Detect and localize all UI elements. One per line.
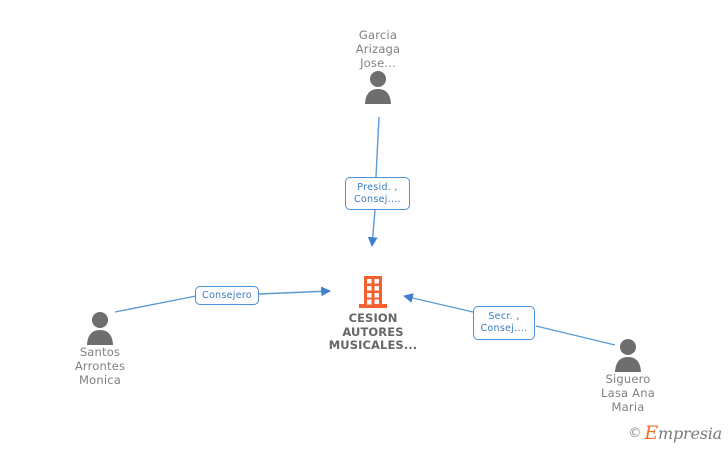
relation-label-top[interactable]: Presid. , Consej.... <box>345 177 410 210</box>
watermark: © Empresia <box>628 422 722 444</box>
copyright-icon: © <box>628 425 642 441</box>
company-node[interactable]: CESION AUTORES MUSICALES... <box>303 276 443 353</box>
person-name-right: Siguero Lasa Ana Maria <box>601 372 655 414</box>
building-icon <box>359 276 387 308</box>
brand-name: Empresia <box>644 422 722 444</box>
person-node-left[interactable]: Santos Arrontes Monica <box>40 311 160 387</box>
edge-top-upper <box>375 116 380 178</box>
brand-rest: mpresia <box>658 424 722 443</box>
relation-label-right[interactable]: Secr. , Consej.... <box>473 306 535 340</box>
person-node-top[interactable]: Garcia Arizaga Jose... <box>318 28 438 104</box>
person-name-left: Santos Arrontes Monica <box>74 345 126 387</box>
relation-label-left[interactable]: Consejero <box>195 286 259 305</box>
edge-top-lower <box>367 209 378 247</box>
person-icon <box>615 339 641 372</box>
brand-initial: E <box>644 422 658 444</box>
person-icon <box>87 312 113 345</box>
person-icon <box>365 71 391 104</box>
person-name-top: Garcia Arizaga Jose... <box>355 28 401 70</box>
company-name: CESION AUTORES MUSICALES... <box>328 311 418 352</box>
person-node-right[interactable]: Siguero Lasa Ana Maria <box>568 338 688 414</box>
edge-left-outer <box>114 295 197 313</box>
